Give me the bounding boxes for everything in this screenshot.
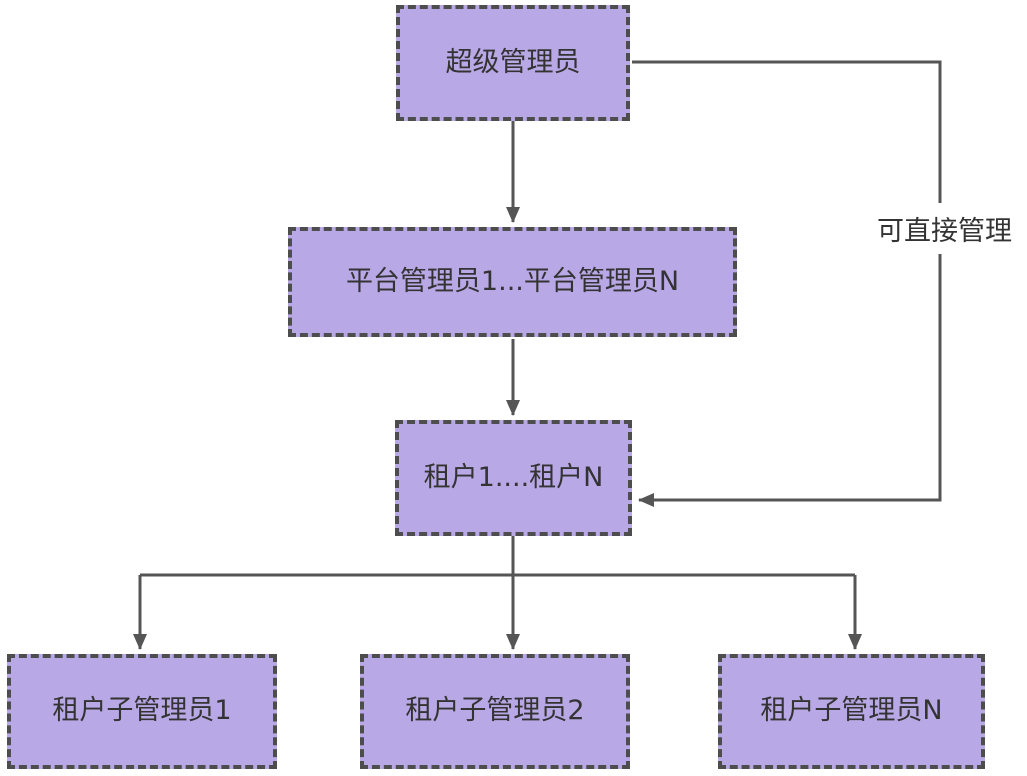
node-super-admin-label: 超级管理员 [445, 46, 581, 78]
node-platform-admins: 平台管理员1...平台管理员N [288, 227, 737, 337]
node-tenants: 租户1....租户N [395, 420, 632, 536]
node-platform-admins-label: 平台管理员1...平台管理员N [345, 265, 680, 297]
node-tenant-sub-admin-n: 租户子管理员N [718, 654, 985, 769]
node-tenant-sub-admin-2: 租户子管理员2 [360, 654, 630, 769]
edge-label-direct-manage: 可直接管理 [875, 203, 1014, 254]
node-tenant-sub-admin-1: 租户子管理员1 [7, 654, 277, 769]
node-tenant-sub-admin-2-label: 租户子管理员2 [405, 695, 585, 727]
node-super-admin: 超级管理员 [396, 5, 630, 121]
node-tenants-label: 租户1....租户N [423, 461, 604, 493]
node-tenant-sub-admin-n-label: 租户子管理员N [760, 695, 943, 727]
edge-super-to-tenants-direct [632, 60, 942, 507]
node-tenant-sub-admin-1-label: 租户子管理员1 [52, 695, 232, 727]
